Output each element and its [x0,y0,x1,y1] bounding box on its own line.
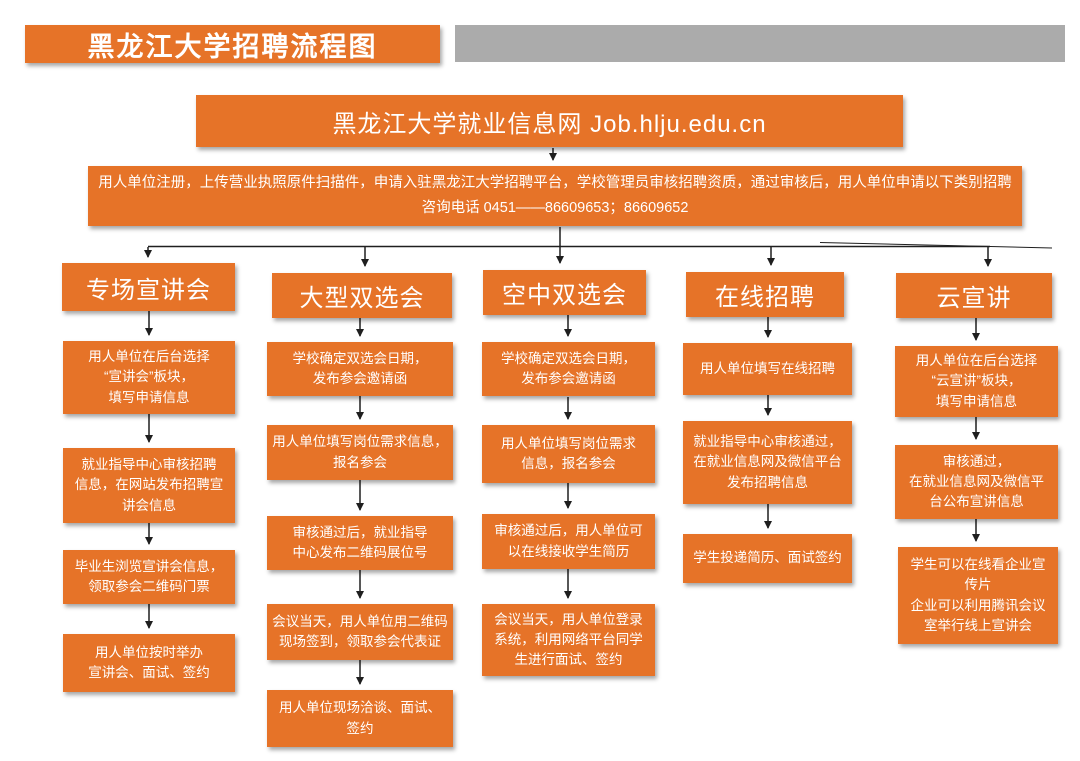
flow-step: 审核通过， 在就业信息网及微信平 台公布宣讲信息 [895,445,1058,519]
flow-step: 会议当天，用人单位登录 系统，利用网络平台同学 生进行面试、签约 [482,604,655,676]
flow-step: 审核通过后，就业指导 中心发布二维码展位号 [267,516,453,570]
flow-step: 用人单位现场洽谈、面试、 签约 [267,690,453,747]
flow-step: 用人单位在后台选择 “宣讲会”板块， 填写申请信息 [63,341,235,414]
registration-line-1: 用人单位注册，上传营业执照原件扫描件，申请入驻黑龙江大学招聘平台，学校管理员审核… [98,175,1012,192]
flow-step: 学校确定双选会日期， 发布参会邀请函 [267,342,453,396]
header-cloud-info-session: 云宣讲 [896,273,1052,318]
flow-step: 会议当天，用人单位用二维码 现场签到，领取参会代表证 [267,604,453,660]
gray-placeholder-bar [455,25,1065,62]
registration-line-2: 咨询电话 0451——86609653；86609652 [421,200,689,216]
flow-step: 学生投递简历、面试签约 [683,534,852,583]
registration-info-box: 用人单位注册，上传营业执照原件扫描件，申请入驻黑龙江大学招聘平台，学校管理员审核… [88,166,1022,226]
flow-step: 用人单位填写岗位需求信息， 报名参会 [267,425,453,480]
flow-step: 学校确定双选会日期， 发布参会邀请函 [482,342,655,396]
header-virtual-job-fair: 空中双选会 [483,270,646,315]
flow-step: 毕业生浏览宣讲会信息， 领取参会二维码门票 [63,550,235,604]
header-large-job-fair: 大型双选会 [272,273,452,318]
flow-step: 审核通过后，用人单位可 以在线接收学生简历 [482,514,655,569]
employment-site-banner: 黑龙江大学就业信息网 Job.hlju.edu.cn [196,95,903,147]
header-onsite-info-session: 专场宣讲会 [62,263,235,311]
flow-step: 就业指导中心审核通过， 在就业信息网及微信平台 发布招聘信息 [683,421,852,504]
flow-step: 用人单位按时举办 宣讲会、面试、签约 [63,634,235,692]
flow-step: 用人单位填写岗位需求 信息，报名参会 [482,425,655,483]
flow-step: 用人单位填写在线招聘 [683,343,852,395]
page-title: 黑龙江大学招聘流程图 [25,25,440,63]
flow-step: 学生可以在线看企业宣 传片 企业可以利用腾讯会议 室举行线上宣讲会 [898,547,1058,644]
flow-step: 就业指导中心审核招聘 信息，在网站发布招聘宣 讲会信息 [63,448,235,523]
header-online-recruitment: 在线招聘 [686,272,844,317]
flow-step: 用人单位在后台选择 “云宣讲”板块， 填写申请信息 [895,346,1058,417]
